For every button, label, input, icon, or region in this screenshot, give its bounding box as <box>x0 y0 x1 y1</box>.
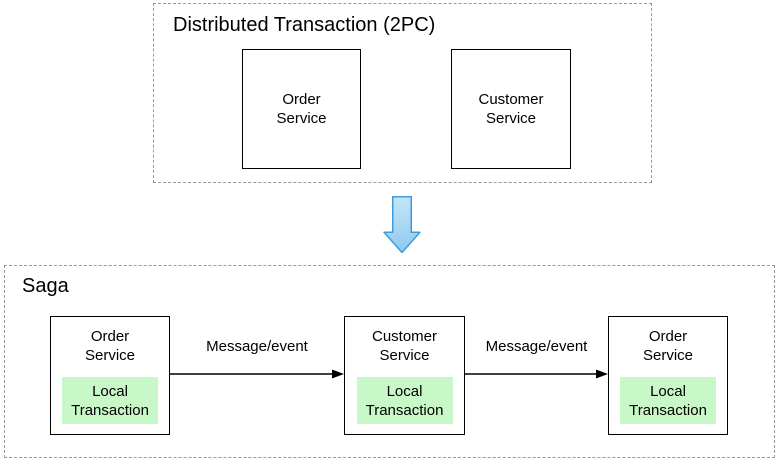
edge-label-message-event-2: Message/event <box>485 338 588 355</box>
group-distributed-transaction-2pc: Distributed Transaction (2PC) Order Serv… <box>153 3 652 183</box>
local-transaction-box: Local Transaction <box>620 377 716 424</box>
node-customer-service-saga: Customer Service Local Transaction <box>344 316 465 435</box>
message-event-arrow-1 <box>170 369 344 379</box>
node-customer-service-2pc: Customer Service <box>451 49 571 169</box>
node-order-service-saga-1: Order Service Local Transaction <box>50 316 170 435</box>
group-title-distributed-transaction-2pc: Distributed Transaction (2PC) <box>173 14 436 36</box>
node-label-customer-service: Customer Service <box>478 91 544 127</box>
node-label-customer-service: Customer Service <box>371 328 438 364</box>
node-label-order-service: Order Service <box>642 328 694 364</box>
edge-label-message-event-1: Message/event <box>206 338 308 355</box>
message-event-arrow-2 <box>465 369 608 379</box>
node-label-order-service: Order Service <box>84 328 136 364</box>
node-label-order-service: Order Service <box>276 91 327 127</box>
node-order-service-saga-2: Order Service Local Transaction <box>608 316 728 435</box>
group-saga: Saga Order Service Local Transaction Mes… <box>4 265 775 458</box>
group-title-saga: Saga <box>22 275 69 297</box>
down-arrow-icon <box>383 196 421 254</box>
local-transaction-box: Local Transaction <box>356 377 453 424</box>
node-order-service-2pc: Order Service <box>242 49 361 169</box>
local-transaction-box: Local Transaction <box>62 377 158 424</box>
